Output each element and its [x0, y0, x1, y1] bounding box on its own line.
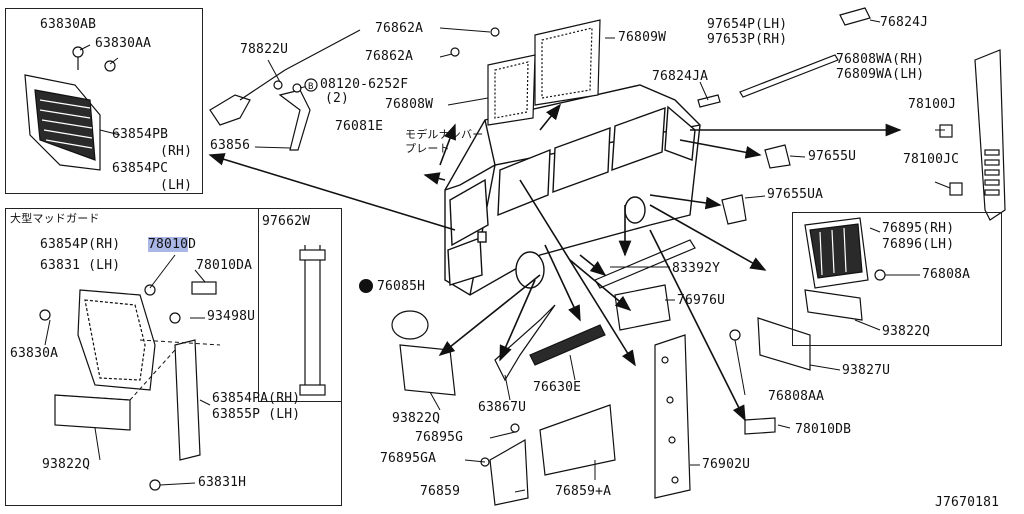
rod-bar [697, 7, 871, 108]
part-76809wa: 76809WA(LH) [836, 67, 925, 82]
label-large-mud-guard: 大型マッドガード [10, 212, 100, 225]
part-76808a: 76808A [922, 267, 971, 282]
filled-dot-marker [359, 279, 373, 293]
part-76895ga: 76895GA [380, 451, 437, 466]
part-78100j: 78100J [908, 97, 957, 112]
part-76081e: 76081E [335, 119, 384, 134]
box-mud-stay [258, 208, 342, 402]
part-97653p: 97653P(RH) [707, 32, 788, 47]
clip-parts [721, 144, 791, 225]
part-78822u: 78822U [240, 42, 289, 57]
part-08120: 08120-6252F [320, 77, 409, 92]
part-63830aa: 63830AA [95, 36, 152, 51]
part-78010d-suffix: D [188, 237, 197, 252]
part-78010d-highlight: 78010 [148, 237, 189, 252]
part-76895: 76895(RH) [882, 221, 955, 236]
part-97654p: 97654P(LH) [707, 17, 788, 32]
part-93827u: 93827U [842, 363, 891, 378]
part-93822q-left: 93822Q [42, 457, 91, 472]
part-lh: (LH) [160, 178, 193, 193]
box-mud-guard-rh [792, 212, 1002, 346]
part-93822q-middle: 93822Q [392, 411, 441, 426]
bolt-b-marker [304, 78, 318, 92]
rear-panels [450, 19, 601, 126]
part-78100jc: 78100JC [903, 152, 960, 167]
part-63854pc: 63854PC [112, 161, 169, 176]
part-rh: (RH) [160, 144, 193, 159]
part-76896: 76896(LH) [882, 237, 955, 252]
part-93822q-right: 93822Q [882, 324, 931, 339]
vehicle-body [444, 84, 701, 296]
part-63830a: 63830A [10, 346, 59, 361]
part-63831h: 63831H [198, 475, 247, 490]
part-63867u: 63867U [478, 400, 527, 415]
side-grille-rh [939, 49, 1006, 221]
part-76808aa: 76808AA [768, 389, 825, 404]
diagram-id: J7670181 [935, 495, 1000, 510]
label-model-number-plate: モデルナンバー プレート [405, 128, 484, 155]
part-63854p: 63854P(RH) [40, 237, 121, 252]
part-76895g: 76895G [415, 430, 464, 445]
part-76085h: 76085H [377, 279, 426, 294]
part-76808wa: 76808WA(RH) [836, 52, 925, 67]
part-qty2: (2) [325, 91, 350, 106]
part-76824j: 76824J [880, 15, 929, 30]
part-76824ja: 76824JA [652, 69, 709, 84]
part-78010db: 78010DB [795, 422, 852, 437]
leader-lines [44, 19, 951, 493]
part-76808w: 76808W [385, 97, 434, 112]
bolt-b-letter: B [308, 82, 313, 92]
part-97655ua: 97655UA [767, 187, 824, 202]
part-63856: 63856 [210, 138, 251, 153]
part-76859: 76859 [420, 484, 461, 499]
part-76902u: 76902U [702, 457, 751, 472]
part-97662w: 97662W [262, 214, 311, 229]
part-83392y: 83392Y [672, 261, 721, 276]
callout-arrows [208, 103, 902, 422]
part-63855p: 63855P (LH) [212, 407, 301, 422]
part-76630e: 76630E [533, 380, 582, 395]
part-76862a-2: 76862A [365, 49, 414, 64]
part-97655u: 97655U [808, 149, 857, 164]
part-63830ab: 63830AB [40, 17, 97, 32]
part-63854pa: 63854PA(RH) [212, 391, 301, 406]
part-78010da: 78010DA [196, 258, 253, 273]
part-76976u: 76976U [677, 293, 726, 308]
mud-guard-small-assy [24, 46, 116, 171]
box-small-mud-guard [5, 8, 203, 194]
part-63854pb: 63854PB [112, 127, 169, 142]
part-63831: 63831 (LH) [40, 258, 121, 273]
mud-guard-rh-assy [804, 217, 886, 321]
part-78010d: 78010D [148, 237, 197, 252]
antenna-cable [209, 29, 361, 151]
part-76862a-1: 76862A [375, 21, 424, 36]
part-76859a: 76859+A [555, 484, 612, 499]
part-76809w: 76809W [618, 30, 667, 45]
part-93498u: 93498U [207, 309, 256, 324]
